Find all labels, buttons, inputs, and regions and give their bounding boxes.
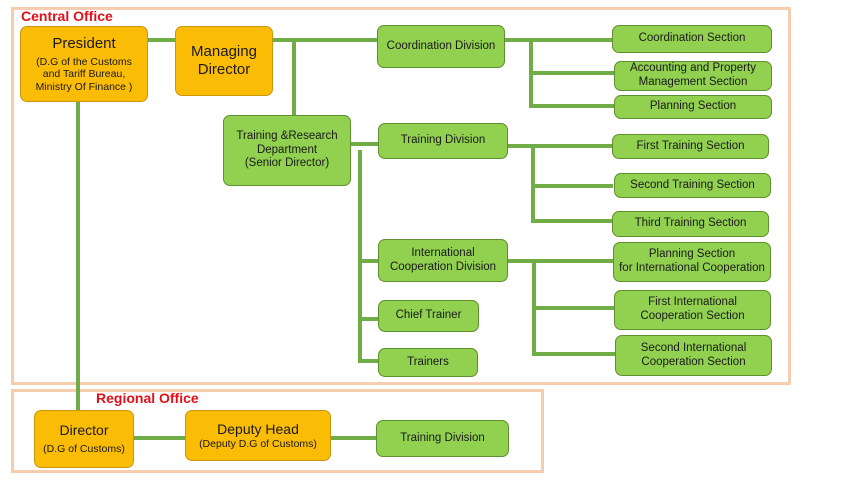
- chief-trainer-box[interactable]: Chief Trainer: [378, 300, 479, 332]
- connector-department-training: [350, 142, 380, 146]
- connector-deputy-training: [330, 436, 378, 440]
- president-box[interactable]: President (D.G of the Customs and Tariff…: [20, 26, 148, 102]
- coordination-division-box[interactable]: Coordination Division: [377, 25, 505, 68]
- accounting-section-line-2: Management Section: [638, 76, 748, 88]
- second-intl-line-1: Second International: [640, 341, 747, 354]
- coordination-section-box[interactable]: Coordination Section: [612, 25, 772, 53]
- connector-president-managing: [148, 38, 178, 42]
- connector-vertical-chief: [358, 317, 380, 321]
- managing-director-line-2: Director: [197, 61, 251, 78]
- managing-director-line-1: Managing: [191, 43, 257, 60]
- regional-training-division-label: Training Division: [400, 431, 485, 444]
- president-title: President: [52, 34, 116, 52]
- training-division-box[interactable]: Training Division: [378, 123, 508, 159]
- second-training-section-label: Second Training Section: [630, 178, 755, 191]
- second-intl-cooperation-section-box[interactable]: Second International Cooperation Section: [615, 335, 772, 376]
- regional-office-title: Regional Office: [96, 390, 199, 406]
- first-training-section-label: First Training Section: [636, 139, 745, 152]
- third-training-section-box[interactable]: Third Training Section: [612, 211, 769, 237]
- regional-director-box[interactable]: Director (D.G of Customs): [34, 410, 134, 468]
- connector-coordination-planning: [529, 104, 615, 108]
- deputy-head-subtitle: (Deputy D.G of Customs): [199, 437, 317, 450]
- connector-intl-first: [532, 306, 615, 310]
- connector-president-director: [76, 102, 80, 412]
- regional-training-division-box[interactable]: Training Division: [376, 420, 509, 457]
- connector-coordination-accounting: [529, 71, 615, 75]
- connector-managing-coordination: [272, 38, 380, 42]
- training-research-department-box[interactable]: Training &Research Department (Senior Di…: [223, 115, 351, 186]
- first-intl-line-2: Cooperation Section: [640, 310, 745, 322]
- chief-trainer-label: Chief Trainer: [395, 309, 462, 322]
- connector-vertical-intl: [358, 259, 380, 263]
- deputy-head-title: Deputy Head: [217, 420, 299, 437]
- connector-coordination-trunk: [503, 38, 615, 42]
- deputy-head-box[interactable]: Deputy Head (Deputy D.G of Customs): [185, 410, 331, 461]
- president-subtitle-line-2: and Tariff Bureau,: [42, 68, 126, 81]
- regional-director-subtitle: (D.G of Customs): [43, 443, 125, 456]
- intl-division-line-1: International: [411, 246, 475, 259]
- accounting-section-line-1: Accounting and Property: [630, 62, 756, 75]
- connector-training-third: [531, 219, 613, 223]
- president-subtitle-line-3: Ministry Of Finance ): [35, 80, 133, 93]
- connector-managing-department: [292, 40, 296, 118]
- department-line-3: (Senior Director): [244, 157, 330, 170]
- accounting-property-section-box[interactable]: Accounting and Property Management Secti…: [614, 61, 772, 91]
- coordination-section-label: Coordination Section: [638, 32, 746, 45]
- second-training-section-box[interactable]: Second Training Section: [614, 173, 771, 198]
- planning-intl-line-1: Planning Section: [648, 248, 736, 261]
- connector-director-deputy: [133, 436, 187, 440]
- department-line-1: Training &Research: [236, 129, 338, 142]
- training-division-label: Training Division: [400, 134, 486, 147]
- president-subtitle-line-1: (D.G of the Customs: [36, 55, 132, 68]
- regional-office-frame: [11, 389, 544, 473]
- regional-director-title: Director: [59, 422, 109, 439]
- central-office-title: Central Office: [21, 8, 113, 24]
- planning-section-box[interactable]: Planning Section: [614, 95, 772, 119]
- second-intl-line-2: Cooperation Section: [641, 355, 746, 368]
- managing-director-box[interactable]: Managing Director: [175, 26, 273, 96]
- connector-training-second: [531, 184, 613, 188]
- connector-vertical-trainers: [358, 359, 380, 363]
- connector-training-trunk: [507, 144, 613, 148]
- planning-section-label: Planning Section: [649, 100, 737, 113]
- planning-section-intl-box[interactable]: Planning Section for International Coope…: [613, 242, 771, 282]
- international-cooperation-division-box[interactable]: International Cooperation Division: [378, 239, 508, 282]
- central-office-frame: [11, 7, 791, 385]
- first-training-section-box[interactable]: First Training Section: [612, 134, 769, 159]
- connector-intl-second: [532, 352, 615, 356]
- coordination-division-label: Coordination Division: [386, 39, 496, 52]
- intl-division-line-2: Cooperation Division: [389, 260, 497, 273]
- third-training-section-label: Third Training Section: [634, 217, 747, 230]
- trainers-box[interactable]: Trainers: [378, 348, 478, 377]
- planning-intl-line-2: for International Cooperation: [619, 262, 765, 274]
- first-intl-line-1: First International: [648, 296, 737, 309]
- connector-intl-trunk: [507, 259, 615, 263]
- trainers-label: Trainers: [407, 355, 449, 368]
- department-line-2: Department: [256, 143, 318, 156]
- connector-department-vertical: [358, 150, 362, 362]
- first-intl-cooperation-section-box[interactable]: First International Cooperation Section: [614, 290, 771, 330]
